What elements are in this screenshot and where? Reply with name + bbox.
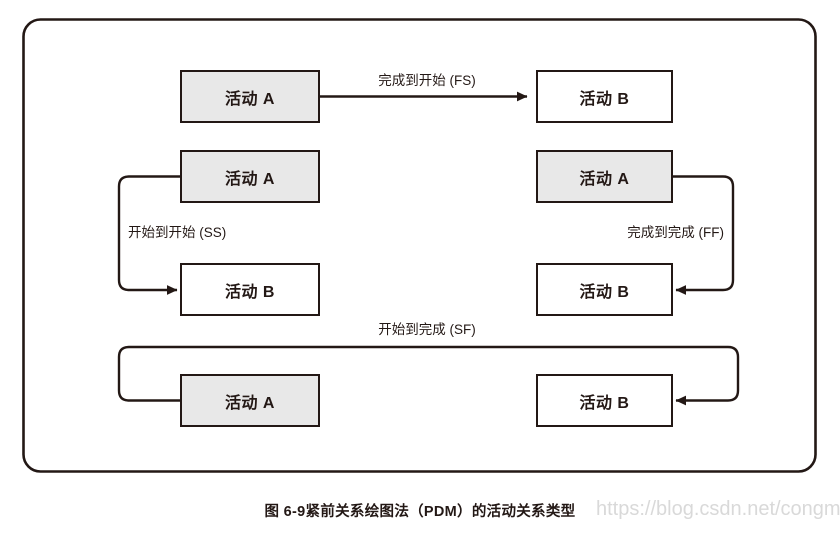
connector-sf [117, 345, 740, 406]
connector-ss [117, 175, 180, 295]
csdn-watermark: https://blog.csdn.net/congming2020 [596, 498, 840, 520]
connector-ff [673, 175, 735, 295]
figure-caption: 图 6-9紧前关系绘图法（PDM）的活动关系类型 [264, 504, 576, 520]
diagram-outer-frame [22, 18, 817, 473]
